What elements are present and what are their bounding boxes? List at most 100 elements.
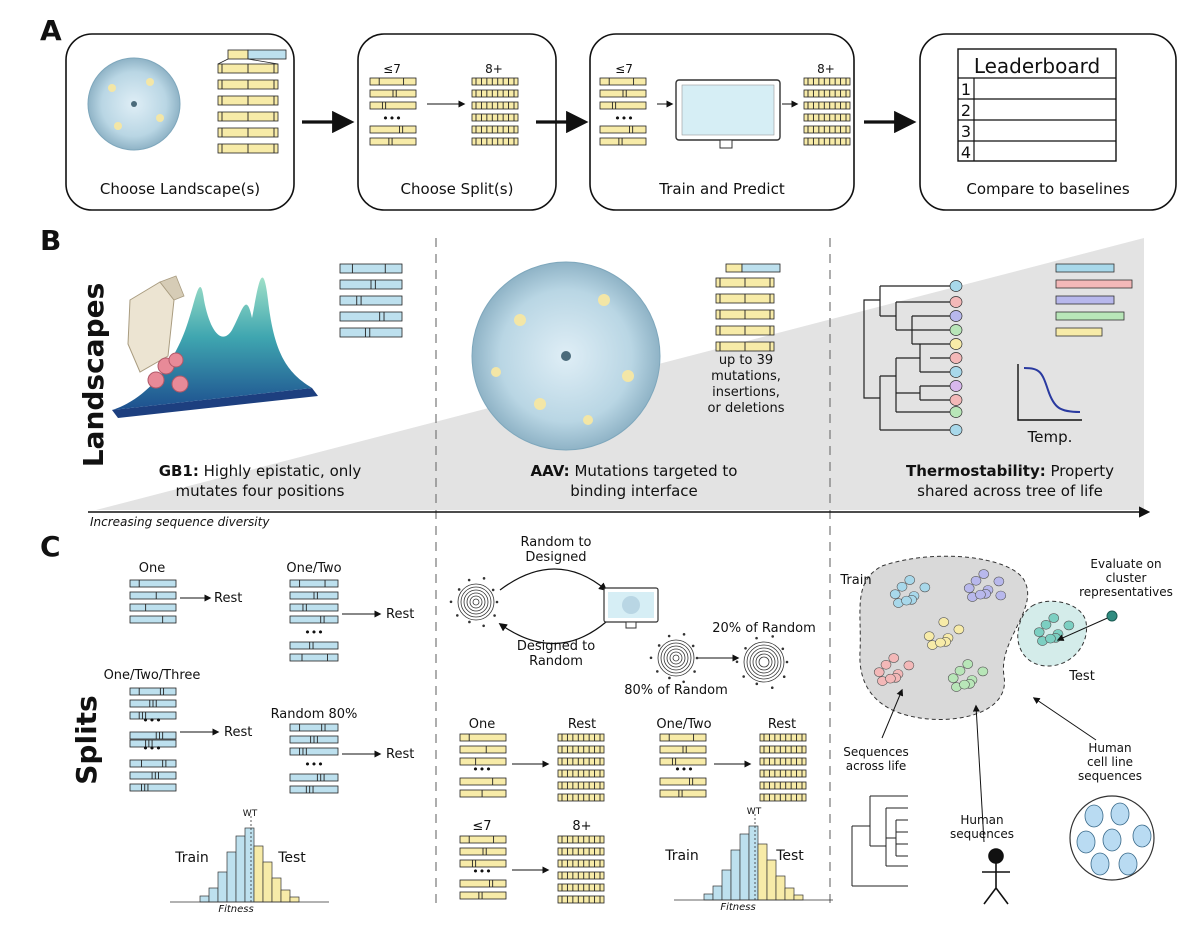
wt-segment <box>227 49 249 60</box>
sequence-bar <box>459 859 507 868</box>
variant-dot <box>782 675 786 679</box>
histogram-bar <box>208 887 219 903</box>
sequence-blob <box>1040 619 1052 630</box>
spiral-ring <box>752 650 776 674</box>
sequence-bar <box>459 757 507 766</box>
sequence-bar <box>339 263 403 274</box>
variant-dot <box>493 614 496 617</box>
sequence-bar <box>599 77 647 86</box>
gb1-hist-train: Train <box>174 850 209 866</box>
aav-hist-wt: WT <box>747 807 762 817</box>
sequence-stack <box>129 579 177 624</box>
spiral-ring <box>457 583 495 621</box>
sequence-bar <box>339 327 403 338</box>
sequence-blob <box>995 590 1007 601</box>
histogram-bar <box>748 825 759 901</box>
sequence-stack <box>289 723 339 794</box>
histogram-bar <box>280 889 291 903</box>
evaluate-line2: cluster <box>1106 571 1147 585</box>
human-seq-line2: sequences <box>950 827 1014 841</box>
sequence-bar <box>557 871 605 880</box>
sequence-stack-predict <box>803 77 851 146</box>
sequence-blob <box>1045 633 1056 644</box>
random-to-designed-2: Designed <box>525 550 586 565</box>
histogram-bar <box>784 887 795 901</box>
thermo-splits: Train Test Evaluate on cluster represent… <box>839 555 1173 905</box>
test-cluster-region <box>1017 600 1088 667</box>
random-80-icon <box>649 633 699 684</box>
human-seq-arrow <box>972 704 985 843</box>
step-train-predict: ≤7 8+ ••• Train and Predict <box>589 33 855 211</box>
sequence-blob <box>962 659 974 669</box>
sequence-blob <box>1063 620 1075 631</box>
sequence-bar <box>659 733 707 742</box>
human-figure-icon <box>982 848 1010 905</box>
spiral-ring <box>460 586 492 618</box>
sequence-bar <box>557 745 605 754</box>
aav-desc-line2: binding interface <box>570 482 698 500</box>
panel-label-a: A <box>40 14 62 47</box>
gb1-splits: One Rest One/Two ••• Rest One/Two/Three … <box>104 561 415 915</box>
cell-culture-icon <box>1069 795 1155 881</box>
pct80-label: 80% of Random <box>624 683 728 698</box>
variant-dot <box>491 588 495 592</box>
sequence-bar <box>471 137 519 146</box>
sequence-bar <box>759 793 807 802</box>
sequence-bar <box>129 771 177 780</box>
rank-4: 4 <box>961 143 971 162</box>
gb1-rest-2: Rest <box>386 607 414 622</box>
gb1-desc-line1: Highly epistatic, only <box>204 462 362 480</box>
sequence-bar <box>471 77 519 86</box>
split-tag-left: ≤7 <box>383 62 401 76</box>
gb1-hist-test: Test <box>277 850 306 866</box>
aav-splits: Random to Designed Designed to Random 20… <box>449 535 833 913</box>
sequence-bar <box>129 579 177 588</box>
gb1-hist-wt: WT <box>243 809 258 819</box>
designed-to-random-1: Designed to <box>517 639 595 654</box>
gb1-split-one-label: One <box>139 561 165 576</box>
histogram-bar <box>766 859 777 901</box>
histogram-bar <box>739 833 750 901</box>
sequence-bar <box>471 125 519 134</box>
histogram-bar <box>253 845 264 903</box>
seq-life-arrow <box>881 688 904 739</box>
sequence-bar <box>803 113 851 122</box>
thermostability-bars <box>1055 263 1133 337</box>
sequence-bar <box>289 785 339 794</box>
thermo-train-label: Train <box>839 573 871 588</box>
monitor-icon <box>603 587 659 629</box>
leaderboard-table: Leaderboard 1 2 3 4 <box>957 48 1117 162</box>
variant-dot <box>467 578 471 582</box>
sequence-bar <box>471 101 519 110</box>
sequence-stack-aav <box>217 49 287 154</box>
variant-dot <box>735 660 739 664</box>
sequence-bar <box>459 745 507 754</box>
sequence-blob <box>889 589 901 599</box>
leaderboard-title: Leaderboard <box>974 54 1100 78</box>
step-label-split: Choose Split(s) <box>401 180 514 198</box>
histogram-bar <box>244 827 255 903</box>
step-choose-split: ≤7 8+ ••• Choose Split(s) <box>357 33 557 211</box>
sequence-bar <box>289 723 339 732</box>
sequence-stack-gb1 <box>339 263 403 338</box>
gb1-fitness-landscape <box>112 275 318 418</box>
spiral-ring <box>663 645 689 671</box>
aav-note-4: or deletions <box>708 401 785 416</box>
sequence-bar <box>759 745 807 754</box>
variant-dot <box>755 682 759 686</box>
histogram-bar <box>226 851 237 903</box>
leaf-dot <box>949 352 963 364</box>
panel-label-c: C <box>40 530 61 563</box>
zoom-line <box>217 58 229 65</box>
variant-dot <box>755 636 758 640</box>
gb1-split-random80-label: Random 80% <box>271 707 358 722</box>
leaf-dot <box>949 406 963 418</box>
sequence-blob <box>1033 627 1045 637</box>
histogram-bar <box>235 835 246 903</box>
sequence-bar <box>129 615 177 624</box>
variant-dot <box>449 600 453 604</box>
evaluate-line3: representatives <box>1079 585 1173 599</box>
leaf-dot <box>949 324 963 336</box>
gb1-desc-line2: mutates four positions <box>175 482 344 500</box>
aav-desc-line1: Mutations targeted to <box>574 462 737 480</box>
